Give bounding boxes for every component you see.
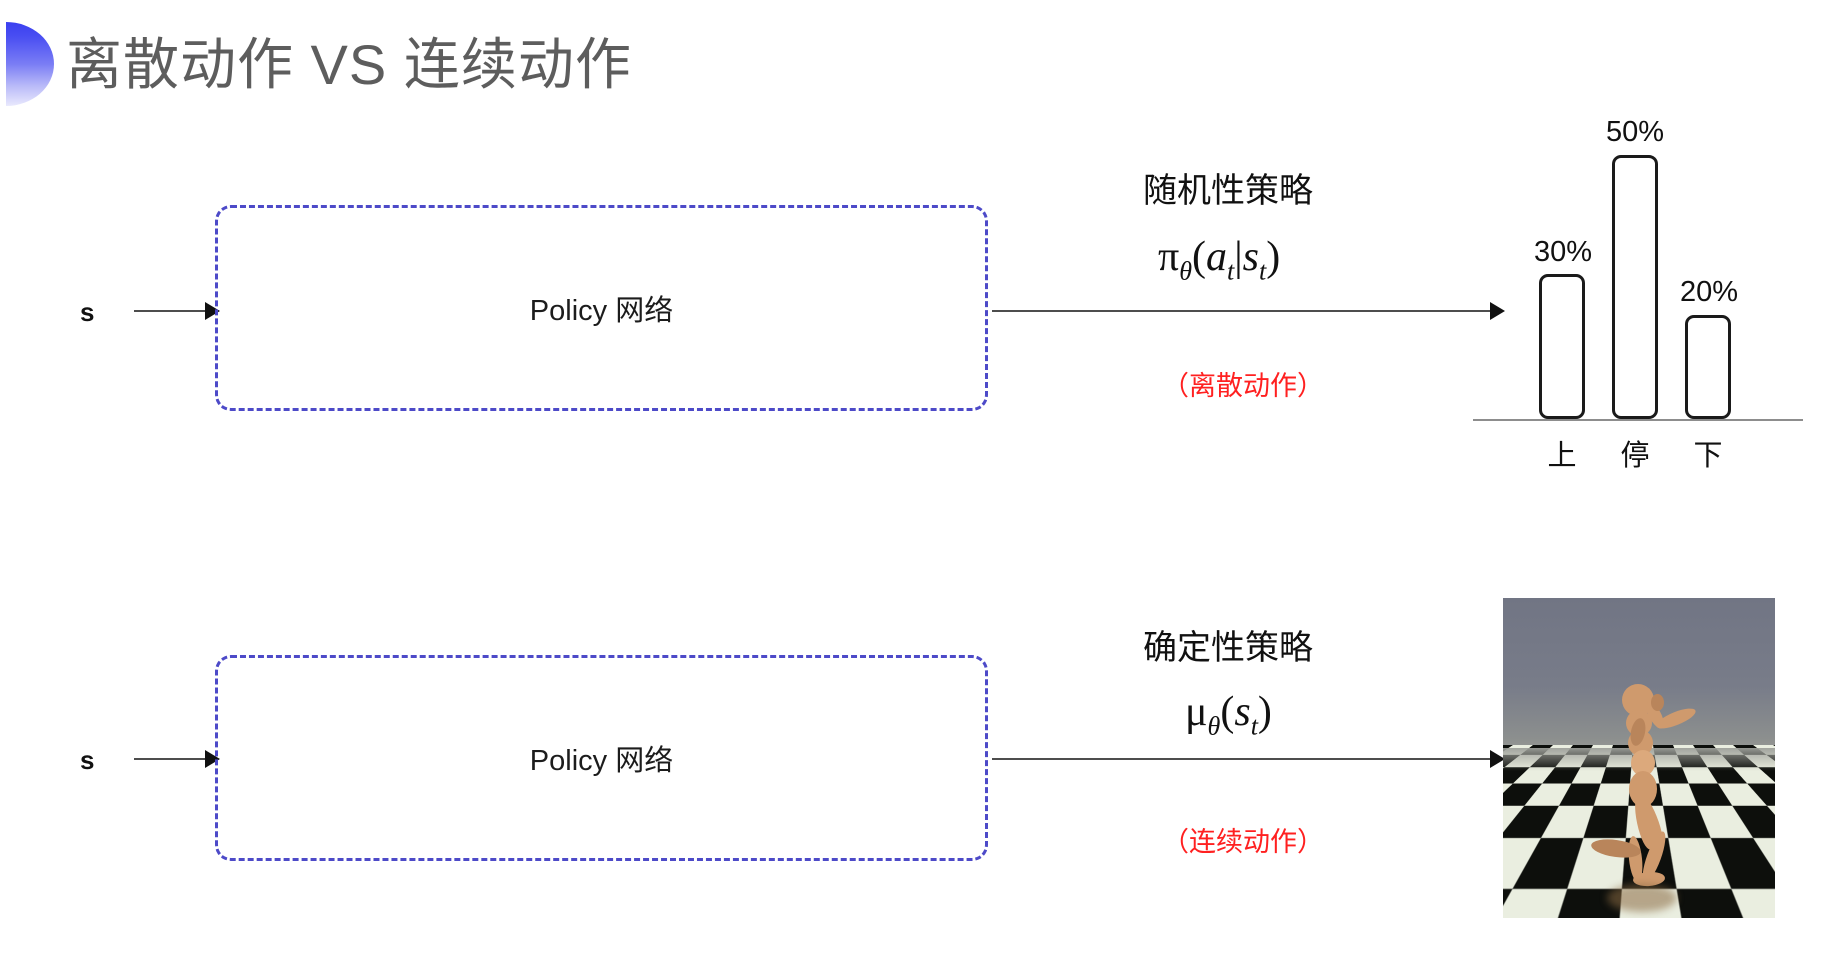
policy-formula-stochastic: πθ(at|st)	[1158, 234, 1281, 286]
action-note-discrete: （离散动作）	[1162, 371, 1324, 401]
output-arrow-line-continuous	[992, 758, 1498, 760]
state-input-label-continuous: s	[80, 745, 95, 775]
bar-value-up: 30%	[1533, 236, 1593, 268]
bar-down	[1685, 315, 1731, 419]
bar-up	[1539, 274, 1585, 419]
output-arrow-head-discrete	[1490, 302, 1505, 320]
bar-value-stop: 50%	[1605, 116, 1665, 148]
output-arrow-line-discrete	[992, 310, 1498, 312]
bar-value-down: 20%	[1679, 276, 1739, 308]
input-arrow-line-continuous	[134, 758, 214, 760]
bar-category-stop: 停	[1620, 440, 1650, 472]
policy-network-box-discrete[interactable]: Policy 网络	[215, 205, 988, 411]
page-title: 离散动作 VS 连续动作	[66, 33, 632, 96]
policy-network-label-discrete: Policy 网络	[529, 295, 674, 327]
humanoid-right-hand	[1651, 694, 1664, 711]
policy-network-label-continuous: Policy 网络	[529, 745, 674, 777]
state-input-label-discrete: s	[80, 297, 95, 327]
policy-network-box-continuous[interactable]: Policy 网络	[215, 655, 988, 861]
discrete-action-bar-chart: 30% 50% 20% 上 停 下	[1473, 110, 1813, 472]
action-note-continuous: （连续动作）	[1162, 827, 1324, 857]
bar-category-down: 下	[1693, 440, 1723, 472]
output-arrow-head-continuous	[1490, 750, 1505, 768]
policy-kind-stochastic: 随机性策略	[1143, 172, 1313, 210]
half-circle-gradient-icon	[6, 22, 54, 106]
bar-category-up: 上	[1547, 440, 1577, 472]
mujoco-humanoid-render	[1503, 598, 1775, 918]
policy-formula-deterministic: μθ(st)	[1185, 689, 1272, 741]
input-arrow-line-discrete	[134, 310, 214, 312]
chart-x-axis	[1473, 419, 1803, 421]
floor-reflection	[1607, 884, 1677, 912]
bar-stop	[1612, 155, 1658, 419]
policy-kind-deterministic: 确定性策略	[1143, 629, 1313, 667]
